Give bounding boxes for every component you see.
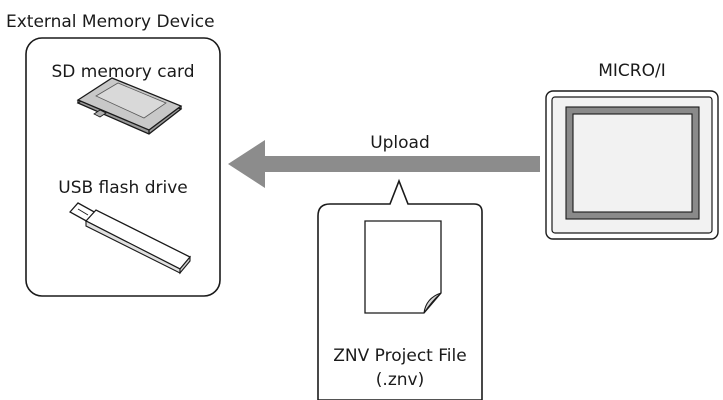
sd-memory-card-label: SD memory card [51,62,195,82]
usb-flash-drive-label: USB flash drive [58,178,188,198]
usb-flash-drive-icon [68,202,192,275]
external-memory-device-title: External Memory Device [6,12,215,32]
project-file-extension: (.znv) [375,370,425,390]
project-file-name: ZNV Project File [333,346,467,366]
document-icon [364,220,442,314]
sd-card-icon [76,77,183,135]
micro-i-title: MICRO/I [598,61,666,81]
micro-i-panel-icon [545,90,719,240]
upload-arrow [228,140,540,188]
upload-label: Upload [370,133,430,153]
